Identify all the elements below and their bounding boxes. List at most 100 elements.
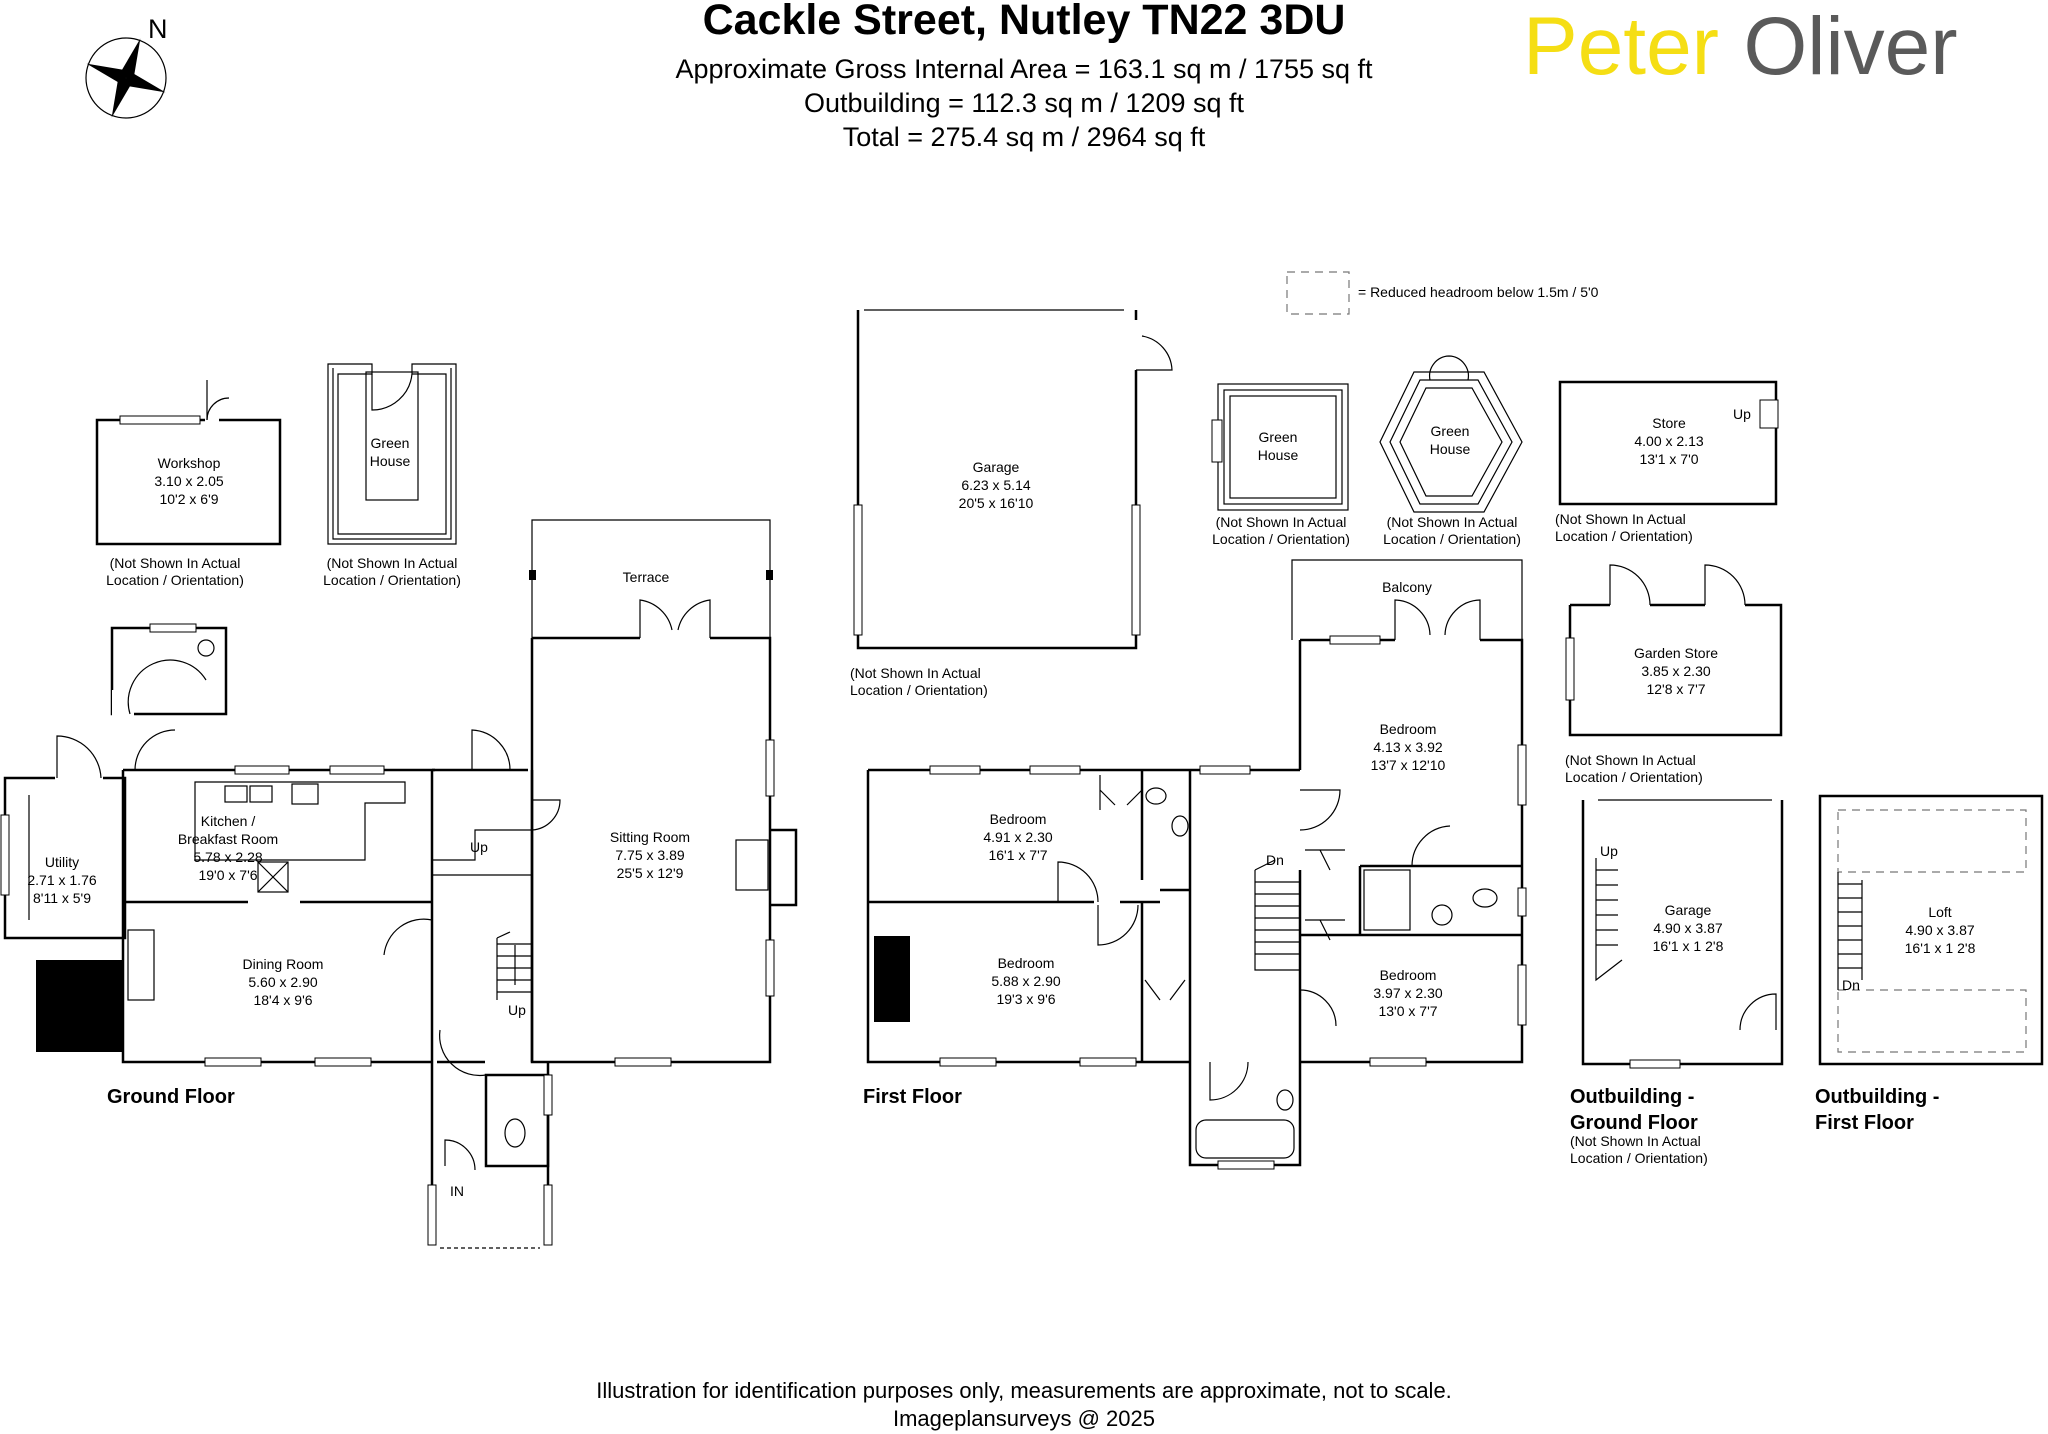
- out-first-label-1: Outbuilding -: [1815, 1086, 1939, 1108]
- greenhouse-2: [1211, 383, 1349, 511]
- ground-stairs: [496, 931, 532, 1000]
- porch-left-window: [427, 1184, 437, 1246]
- ground-landing: [431, 829, 532, 875]
- ground-floor-walls: [121, 636, 798, 1230]
- kitchen-worktop: [194, 781, 406, 893]
- footer-disclaimer: Illustration for identification purposes…: [596, 1378, 1452, 1403]
- sitting-side-door: [531, 799, 561, 831]
- greenhouse-2-name2: House: [1258, 447, 1299, 463]
- cloakroom: [110, 623, 228, 718]
- kitchen-window-1: [234, 765, 290, 775]
- bed3-metric: 5.88 x 2.90: [991, 973, 1060, 989]
- bed3-imperial: 19'3 x 9'6: [996, 991, 1055, 1007]
- workshop-imperial: 10'2 x 6'9: [159, 491, 218, 507]
- bed4-window-right: [1517, 964, 1527, 1026]
- wc-door: [439, 1029, 487, 1077]
- sitting-imperial: 25'5 x 12'9: [617, 865, 684, 881]
- bed1-door: [1299, 789, 1341, 831]
- greenhouse-2-note-2: Location / Orientation): [1212, 531, 1350, 547]
- bath-basin: [1276, 1089, 1294, 1111]
- bed2-door: [1057, 861, 1099, 903]
- porch-right-window: [543, 1184, 553, 1246]
- bed4-door: [1299, 989, 1337, 1027]
- out-ground-note-1: (Not Shown In Actual: [1570, 1133, 1701, 1149]
- shower: [1363, 869, 1411, 931]
- hall-door: [471, 729, 511, 771]
- greenhouse-1-note-1: (Not Shown In Actual: [327, 555, 458, 571]
- wardrobe-doors-2: [1144, 979, 1186, 1001]
- store-metric: 4.00 x 2.13: [1634, 433, 1703, 449]
- loft-dn-label: Dn: [1842, 977, 1860, 993]
- outbuilding-first: [1818, 794, 2044, 1066]
- chimney-breast: [874, 936, 910, 1022]
- bed1-metric: 4.13 x 3.92: [1373, 739, 1442, 755]
- sitting-window-right-2: [765, 939, 775, 997]
- dining-name: Dining Room: [243, 956, 324, 972]
- compass-rose: [85, 37, 167, 119]
- workshop-note-2: Location / Orientation): [106, 572, 244, 588]
- ground-up-label-2: Up: [508, 1002, 526, 1018]
- bed2-name: Bedroom: [990, 811, 1047, 827]
- loft-name: Loft: [1928, 904, 1951, 920]
- loft-imperial: 16'1 x 1 2'8: [1905, 940, 1976, 956]
- out-ground-label-1: Outbuilding -: [1570, 1086, 1694, 1108]
- bed4-window-bottom: [1369, 1057, 1427, 1067]
- terrace: [529, 519, 773, 638]
- first-basin: [1171, 815, 1189, 837]
- first-toilet: [1145, 787, 1167, 805]
- dining-door: [383, 918, 433, 956]
- footer-credit: Imageplansurveys @ 2025: [893, 1406, 1155, 1431]
- kitchen-metric: 5.78 x 2.28: [193, 849, 262, 865]
- main-garage-name: Garage: [973, 459, 1020, 475]
- main-garage-note-1: (Not Shown In Actual: [850, 665, 981, 681]
- greenhouse-3: [1379, 355, 1523, 513]
- ensuite-basin: [1431, 904, 1453, 926]
- greenhouse-2-note-1: (Not Shown In Actual: [1216, 514, 1347, 530]
- garden-store-note-2: Location / Orientation): [1565, 769, 1703, 785]
- greenhouse-2-name1: Green: [1259, 429, 1298, 445]
- garden-store-name: Garden Store: [1634, 645, 1718, 661]
- legend-label: = Reduced headroom below 1.5m / 5'0: [1358, 284, 1599, 300]
- workshop: [95, 380, 282, 546]
- bath-window: [1217, 1160, 1275, 1170]
- kitchen-window-2: [329, 765, 385, 775]
- landing-cupboards: [1305, 849, 1345, 941]
- greenhouse-1-name1: Green: [371, 435, 410, 451]
- bed2-window-1: [929, 765, 981, 775]
- kitchen-name1: Kitchen /: [201, 813, 256, 829]
- bed2-metric: 4.91 x 2.30: [983, 829, 1052, 845]
- first-stairs: [1254, 859, 1300, 971]
- bed4-imperial: 13'0 x 7'7: [1378, 1003, 1437, 1019]
- workshop-note-1: (Not Shown In Actual: [110, 555, 241, 571]
- garden-store-metric: 3.85 x 2.30: [1641, 663, 1710, 679]
- ensuite-window: [1517, 887, 1527, 917]
- workshop-metric: 3.10 x 2.05: [154, 473, 223, 489]
- bed4-metric: 3.97 x 2.30: [1373, 985, 1442, 1001]
- greenhouse-3-note-1: (Not Shown In Actual: [1387, 514, 1518, 530]
- outbuilding-ground: [1581, 799, 1784, 1069]
- bed1-window-top: [1329, 635, 1381, 645]
- sitting-window-right-1: [765, 739, 775, 797]
- stove: [36, 960, 123, 1052]
- main-garage-metric: 6.23 x 5.14: [961, 477, 1030, 493]
- entrance-label: IN: [450, 1183, 464, 1199]
- area-main: Approximate Gross Internal Area = 163.1 …: [675, 54, 1373, 84]
- store: [1558, 380, 1779, 506]
- ensuite-toilet: [1472, 888, 1498, 908]
- kitchen-door-to-cloak: [134, 729, 176, 771]
- wardrobe-doors-1: [1099, 775, 1143, 810]
- main-garage-imperial: 20'5 x 16'10: [959, 495, 1034, 511]
- greenhouse-3-note-2: Location / Orientation): [1383, 531, 1521, 547]
- kitchen-imperial: 19'0 x 7'6: [198, 867, 257, 883]
- out-garage-up-label: Up: [1600, 843, 1618, 859]
- bed2-window-2: [1029, 765, 1081, 775]
- bed1-name: Bedroom: [1380, 721, 1437, 737]
- sitting-name: Sitting Room: [610, 829, 690, 845]
- out-garage-name: Garage: [1665, 902, 1712, 918]
- dining-imperial: 18'4 x 9'6: [253, 992, 312, 1008]
- hall-window: [543, 1074, 553, 1116]
- balcony-name: Balcony: [1382, 579, 1432, 595]
- dining-alcove: [127, 929, 155, 1001]
- ground-floor-label: Ground Floor: [107, 1086, 235, 1108]
